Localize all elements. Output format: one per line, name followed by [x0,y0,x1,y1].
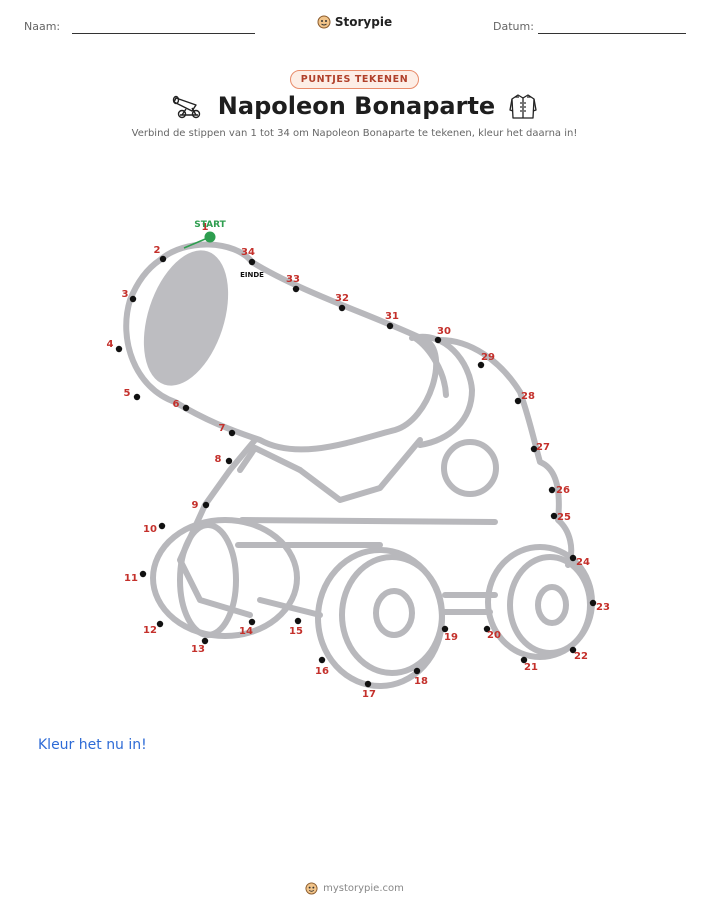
date-label: Datum: [493,20,534,33]
dot-number-30: 30 [437,326,451,337]
dot-number-1: 1 [202,222,209,233]
dot-19 [441,625,449,633]
dot-number-8: 8 [215,454,222,465]
dot-4 [115,345,123,353]
dot-18 [413,667,421,675]
dot-number-13: 13 [191,644,205,655]
name-label: Naam: [24,20,61,33]
dot-30 [434,336,442,344]
dot-31 [386,322,394,330]
start-label: START [194,220,226,230]
dot-number-17: 17 [362,689,376,700]
dot-2 [159,255,167,263]
dot-24 [569,554,577,562]
name-line [72,33,255,34]
date-line [538,33,686,34]
dot-28 [514,397,522,405]
dot-10 [158,522,166,530]
dot-number-11: 11 [124,573,138,584]
dot-number-20: 20 [487,630,501,641]
instructions: Verbind de stippen van 1 tot 34 om Napol… [131,128,578,139]
uniform-jacket-icon [509,94,537,119]
brand: Storypie [0,14,709,33]
dot-number-22: 22 [574,651,588,662]
footer: mystorypie.com [0,880,709,899]
storypie-footer-logo-icon [305,882,318,895]
dot-27 [530,445,538,453]
dot-number-18: 18 [414,676,428,687]
end-label: EINDE [240,271,264,279]
dot-number-14: 14 [239,626,253,637]
dot-number-3: 3 [122,289,129,300]
dot-3 [129,295,137,303]
dot-13 [201,637,209,645]
footer-url: mystorypie.com [323,883,404,894]
dot-number-25: 25 [557,512,571,523]
dot-number-5: 5 [124,388,131,399]
dot-17 [364,680,372,688]
dot-number-6: 6 [173,399,180,410]
dot-34 [248,258,256,266]
activity-badge: PUNTJES TEKENEN [289,70,420,89]
dot-8 [225,457,233,465]
dot-number-12: 12 [143,625,157,636]
dot-number-7: 7 [219,423,226,434]
dot-number-27: 27 [536,442,550,453]
dot-33 [292,285,300,293]
dot-number-21: 21 [524,662,538,673]
dot-32 [338,304,346,312]
dot-14 [248,618,256,626]
dot-number-16: 16 [315,666,329,677]
dot-16 [318,656,326,664]
dot-number-33: 33 [286,274,300,285]
title-row: Napoleon Bonaparte [0,92,709,120]
dot-number-2: 2 [154,245,161,256]
dot-number-15: 15 [289,626,303,637]
dot-25 [550,512,558,520]
dot-11 [139,570,147,578]
dot-23 [589,599,597,607]
dot-29 [477,361,485,369]
dot-number-4: 4 [107,339,114,350]
brand-name: Storypie [334,15,393,29]
dot-number-24: 24 [576,557,590,568]
dot-9 [202,501,210,509]
dot-number-10: 10 [143,524,157,535]
dot-15 [294,617,302,625]
dot-20 [483,625,491,633]
dot-number-9: 9 [192,500,199,511]
dot-26 [548,486,556,494]
cannon-outline [123,241,595,689]
dot-number-29: 29 [481,352,495,363]
color-prompt: Kleur het nu in! [38,737,147,753]
badge-wrap: PUNTJES TEKENEN [0,67,709,89]
dot-1 [204,231,216,243]
page-title: Napoleon Bonaparte [217,92,496,120]
dot-number-26: 26 [556,485,570,496]
dot-number-23: 23 [596,602,610,613]
storypie-logo-icon [317,15,331,29]
dot-number-28: 28 [521,391,535,402]
dot-5 [133,393,141,401]
dot-number-31: 31 [385,311,399,322]
dot-22 [569,646,577,654]
dot-number-32: 32 [335,293,349,304]
dot-7 [228,429,236,437]
cannon-icon [172,95,200,119]
dot-number-19: 19 [444,632,458,643]
dot-6 [182,404,190,412]
dot-21 [520,656,528,664]
dot-12 [156,620,164,628]
dot-number-34: 34 [241,247,255,258]
